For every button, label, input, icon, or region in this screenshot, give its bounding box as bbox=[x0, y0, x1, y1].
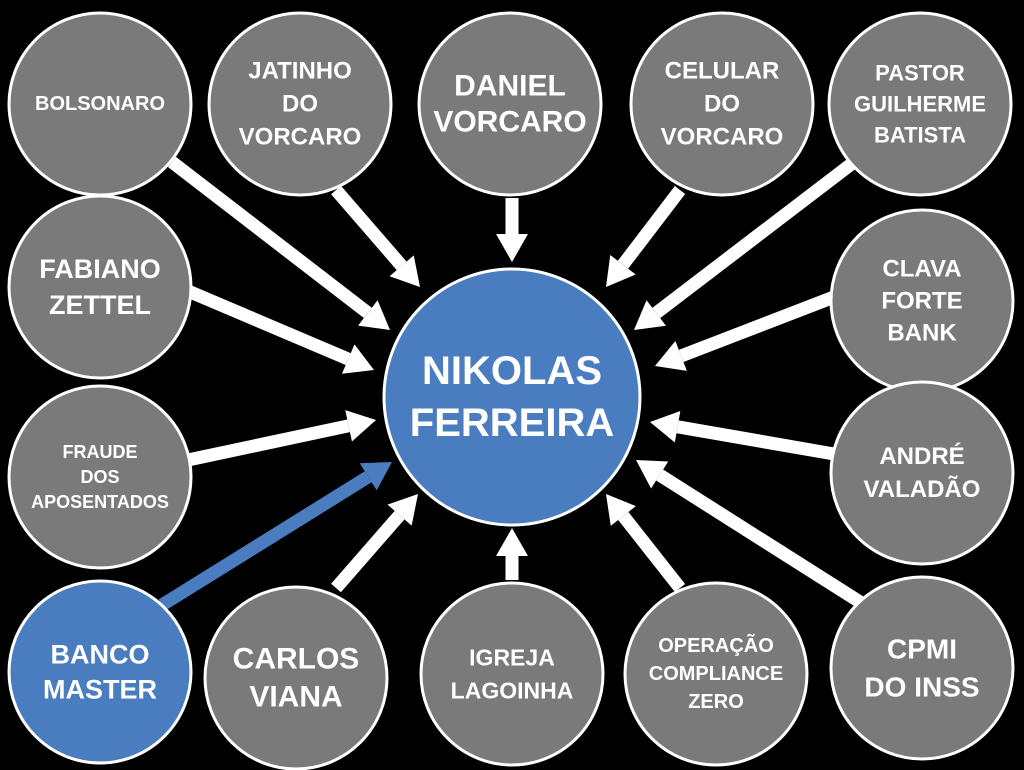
node-label-line: COMPLIANCE bbox=[649, 663, 783, 685]
node-label-line: BANCO bbox=[51, 640, 150, 670]
node-label-line: APOSENTADOS bbox=[31, 492, 169, 512]
arrows bbox=[158, 156, 864, 611]
node-circle bbox=[629, 11, 815, 197]
node-label-line: DO INSS bbox=[864, 672, 979, 703]
node-label-line: PASTOR bbox=[875, 61, 965, 86]
arrow-clava-forte-bank bbox=[655, 290, 837, 371]
node-pastor-guilherme-batista: PASTOR GUILHERME BATISTA bbox=[827, 11, 1013, 197]
node-label-line: VORCARO bbox=[661, 124, 784, 151]
node-circle bbox=[7, 384, 193, 570]
node-label-line: VORCARO bbox=[239, 124, 362, 151]
nodes: BOLSONAROJATINHODOVORCARODANIELVORCAROCE… bbox=[7, 11, 1015, 770]
center-node: NIKOLAS FERREIRA bbox=[382, 267, 642, 527]
node-label-line: OPERAÇÃO bbox=[658, 634, 774, 657]
node-label-line: ZERO bbox=[688, 691, 744, 713]
node-cpmi-do-inss: CPMI DO INSS bbox=[829, 575, 1015, 761]
node-label-line: DO bbox=[704, 91, 740, 118]
node-banco-master: BANCO MASTER bbox=[7, 579, 193, 765]
node-label-line: VALADÃO bbox=[864, 475, 981, 503]
node-label-line: LAGOINHA bbox=[451, 678, 574, 704]
node-circle bbox=[7, 194, 193, 380]
node-label-line: FRAUDE bbox=[63, 442, 138, 462]
node-circle bbox=[419, 581, 605, 767]
arrow-banco-master bbox=[158, 462, 392, 611]
node-circle bbox=[207, 11, 393, 197]
node-label-line: FERREIRA bbox=[410, 401, 614, 445]
node-andre-valadao: ANDRÉ VALADÃO bbox=[829, 380, 1015, 566]
node-circle bbox=[829, 380, 1015, 566]
node-label-line: DANIEL bbox=[454, 70, 566, 103]
arrow-fabiano-zettel bbox=[185, 285, 374, 374]
arrow-operacao-compliance-zero bbox=[606, 494, 686, 593]
node-label-line: ZETTEL bbox=[49, 290, 151, 320]
node-label-line: BOLSONARO bbox=[35, 93, 165, 115]
node-label-line: NIKOLAS bbox=[422, 349, 602, 393]
node-operacao-compliance-zero: OPERAÇÃO COMPLIANCE ZERO bbox=[623, 581, 809, 767]
node-label-line: JATINHO bbox=[248, 58, 352, 85]
node-clava-forte-bank: CLAVA FORTE BANK bbox=[829, 208, 1015, 394]
node-jatinho-do-vorcaro: JATINHO DO VORCARO bbox=[207, 11, 393, 197]
node-label-line: FORTE bbox=[881, 288, 962, 315]
node-circle bbox=[417, 11, 603, 197]
node-celular-do-vorcaro: CELULAR DO VORCARO bbox=[629, 11, 815, 197]
arrow-daniel-vorcaro bbox=[496, 198, 528, 262]
node-label-line: BANK bbox=[887, 320, 957, 347]
node-label-line: CLAVA bbox=[882, 256, 961, 283]
arrow-igreja-lagoinha bbox=[496, 528, 528, 580]
node-igreja-lagoinha: IGREJA LAGOINHA bbox=[419, 581, 605, 767]
center-node-nikolas-ferreira: NIKOLAS FERREIRA bbox=[382, 267, 642, 527]
node-label-line: DO bbox=[282, 91, 318, 118]
arrow-celular-do-vorcaro bbox=[606, 186, 686, 287]
node-carlos-viana: CARLOS VIANA bbox=[203, 585, 389, 770]
node-label-line: CELULAR bbox=[665, 58, 780, 85]
center-circle bbox=[382, 267, 642, 527]
node-label-line: BATISTA bbox=[874, 123, 966, 148]
arrow-fraude-dos-aposentados bbox=[186, 410, 376, 467]
node-circle bbox=[7, 579, 193, 765]
arrow-cpmi-do-inss bbox=[636, 460, 864, 608]
node-label-line: FABIANO bbox=[39, 254, 161, 284]
node-bolsonaro: BOLSONARO bbox=[7, 11, 193, 197]
arrow-carlos-viana bbox=[331, 494, 418, 593]
node-label-line: DOS bbox=[80, 467, 119, 487]
node-circle bbox=[203, 585, 389, 770]
arrow-andre-valadao bbox=[650, 411, 836, 461]
node-label-line: IGREJA bbox=[469, 645, 555, 671]
node-circle bbox=[827, 11, 1013, 197]
node-label-line: GUILHERME bbox=[854, 92, 986, 117]
node-label-line: ANDRÉ bbox=[879, 442, 964, 470]
node-circle bbox=[829, 575, 1015, 761]
node-label-line: VIANA bbox=[249, 681, 342, 714]
node-label-line: VORCARO bbox=[433, 106, 586, 139]
node-label-line: CARLOS bbox=[233, 643, 360, 676]
arrow-pastor-guilherme-batista bbox=[634, 156, 858, 330]
node-fabiano-zettel: FABIANO ZETTEL bbox=[7, 194, 193, 380]
node-fraude-dos-aposentados: FRAUDE DOS APOSENTADOS bbox=[7, 384, 193, 570]
arrow-bolsonaro bbox=[168, 156, 390, 330]
node-label-line: MASTER bbox=[43, 675, 157, 705]
node-label-line: CPMI bbox=[887, 634, 957, 665]
arrow-jatinho-do-vorcaro bbox=[331, 185, 420, 287]
node-circle bbox=[623, 581, 809, 767]
